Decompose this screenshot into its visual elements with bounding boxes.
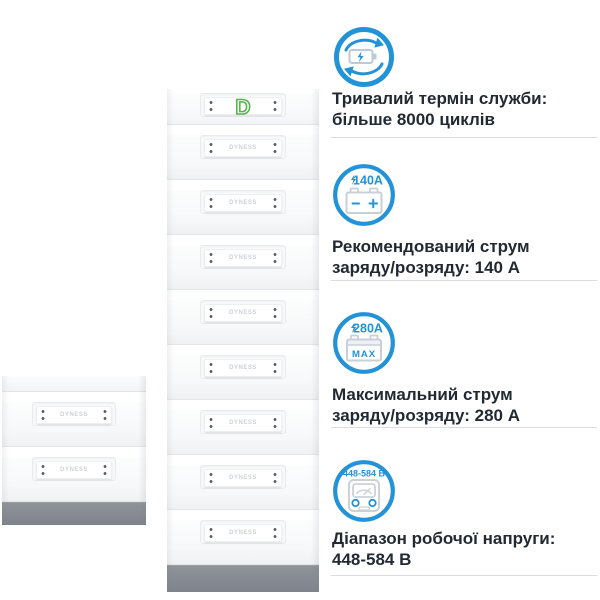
control-module: D xyxy=(167,93,319,125)
icon-badge-280a: 280A xyxy=(353,322,383,336)
module-faceplate: DYNESS xyxy=(200,465,286,489)
module-brand-label: DYNESS xyxy=(60,412,88,418)
module-faceplate: DYNESS xyxy=(32,457,116,481)
module-brand-label: DYNESS xyxy=(229,420,257,426)
module-brand-label: DYNESS xyxy=(229,255,257,261)
cycle-battery-icon xyxy=(332,25,396,89)
battery-module: DYNESS xyxy=(167,465,319,510)
feature-line2: більше 8000 циклів xyxy=(332,110,495,129)
module-brand-label: DYNESS xyxy=(229,310,257,316)
feature-line1: Тривалий термін служби: xyxy=(332,89,548,108)
module-faceplate: DYNESS xyxy=(200,410,286,434)
tower-lid xyxy=(2,376,146,392)
module-faceplate: D xyxy=(200,93,286,118)
tower-base xyxy=(2,502,146,525)
module-brand-label: DYNESS xyxy=(229,530,257,536)
battery-module: DYNESS xyxy=(167,245,319,290)
feature-long-life: Тривалий термін служби: більше 8000 цикл… xyxy=(332,88,598,130)
feature-line2: заряду/розряду: 140 А xyxy=(332,258,520,277)
module-faceplate: DYNESS xyxy=(200,300,286,324)
module-faceplate: DYNESS xyxy=(200,135,286,159)
module-faceplate: DYNESS xyxy=(200,520,286,544)
module-brand-label: DYNESS xyxy=(60,467,88,473)
battery-module: DYNESS xyxy=(167,135,319,180)
feature-line2: 448-584 В xyxy=(332,550,412,569)
voltmeter-icon: 448-584 В xyxy=(332,459,396,523)
battery-module: DYNESS xyxy=(2,457,146,502)
feature-max-current: Максимальний струм заряду/розряду: 280 А xyxy=(332,384,598,426)
feature-line1: Рекомендований струм xyxy=(332,237,530,256)
divider xyxy=(331,137,597,138)
battery-module: DYNESS xyxy=(167,190,319,235)
battery-140a-icon: 140A xyxy=(332,163,396,227)
battery-module: DYNESS xyxy=(167,355,319,400)
feature-recommended-current: Рекомендований струм заряду/розряду: 140… xyxy=(332,236,598,278)
module-faceplate: DYNESS xyxy=(200,245,286,269)
feature-line2: заряду/розряду: 280 А xyxy=(332,406,520,425)
battery-module: DYNESS xyxy=(167,520,319,565)
module-brand-label: DYNESS xyxy=(229,475,257,481)
module-brand-label: DYNESS xyxy=(229,145,257,151)
feature-voltage-range: Діапазон робочої напруги: 448-584 В xyxy=(332,528,598,570)
battery-tower-small: DYNESS DYNESS xyxy=(2,376,146,525)
feature-line1: Діапазон робочої напруги: xyxy=(332,529,556,548)
dyness-logo: D xyxy=(235,95,252,118)
battery-module: DYNESS xyxy=(167,300,319,345)
divider xyxy=(331,427,597,428)
divider xyxy=(331,575,597,576)
logo-letter: D xyxy=(235,96,250,118)
tower-base xyxy=(167,565,319,592)
divider xyxy=(331,280,597,281)
icon-badge-140a: 140A xyxy=(353,174,383,188)
module-brand-label: DYNESS xyxy=(229,365,257,371)
module-faceplate: DYNESS xyxy=(200,355,286,379)
battery-module: DYNESS xyxy=(167,410,319,455)
module-faceplate: DYNESS xyxy=(200,190,286,214)
battery-tower-large: D DYNESS DYNESS DYNESS DYNESS DYNESS DYN… xyxy=(167,89,319,592)
feature-line1: Максимальний струм xyxy=(332,385,513,404)
battery-280a-icon: 280A MAX xyxy=(332,311,396,375)
icon-badge-voltage: 448-584 В xyxy=(343,469,386,479)
module-faceplate: DYNESS xyxy=(32,402,116,426)
module-brand-label: DYNESS xyxy=(229,200,257,206)
icon-badge-max: MAX xyxy=(352,349,376,360)
battery-module: DYNESS xyxy=(2,402,146,447)
